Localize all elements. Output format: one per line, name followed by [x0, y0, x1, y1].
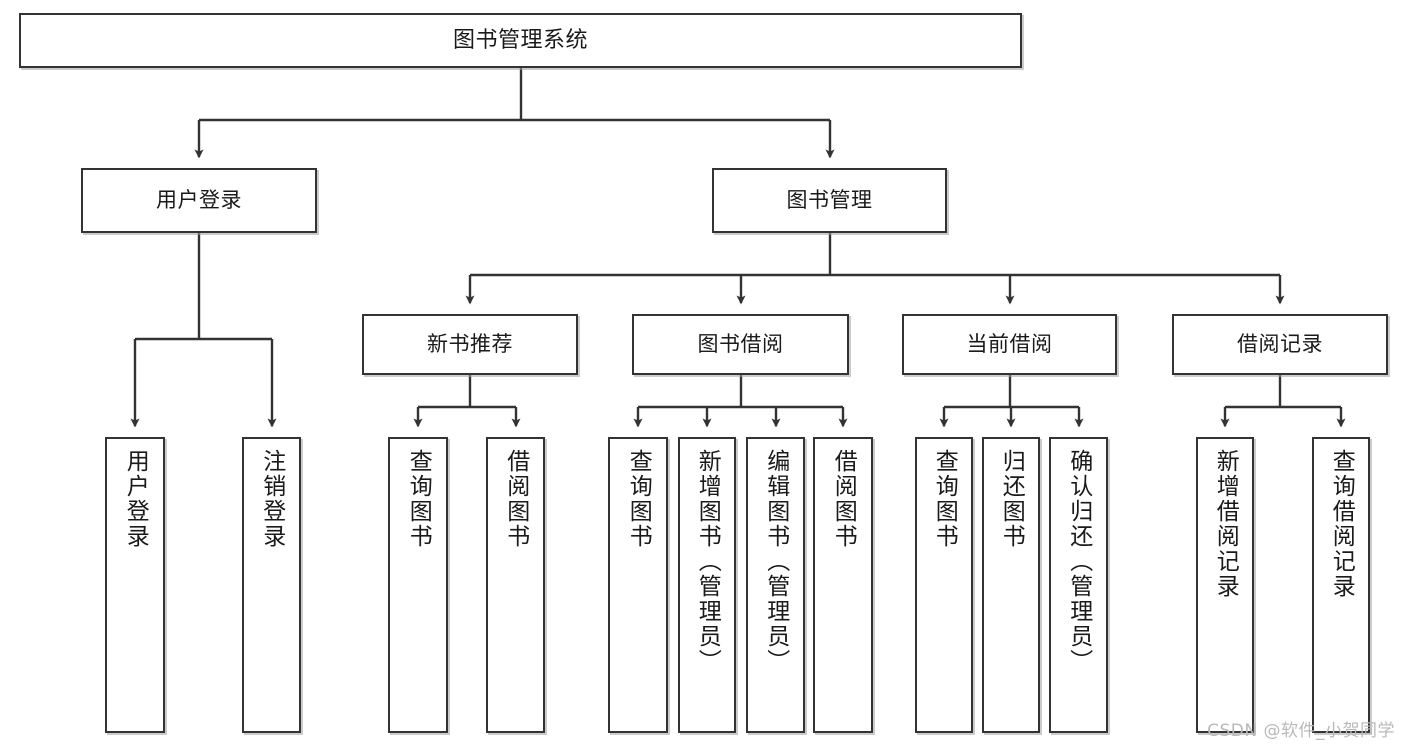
node-current-borrow-label: 当前借阅 [966, 332, 1053, 357]
node-leaf-query-book-1-label: 查询图书 [405, 449, 432, 549]
node-leaf-query-book-3[interactable]: 查询图书 [915, 437, 973, 733]
node-leaf-return-book-label: 归还图书 [998, 449, 1025, 549]
node-leaf-borrow-book-2-label: 借阅图书 [830, 449, 857, 549]
node-leaf-add-book[interactable]: 新增图书（管理员） [678, 437, 736, 733]
node-leaf-add-book-label: 新增图书（管理员） [694, 449, 721, 674]
node-leaf-query-book-3-label: 查询图书 [931, 449, 958, 549]
node-leaf-query-record[interactable]: 查询借阅记录 [1312, 437, 1370, 733]
node-leaf-user-logout[interactable]: 注销登录 [242, 437, 301, 733]
node-leaf-add-record[interactable]: 新增借阅记录 [1196, 437, 1254, 733]
node-leaf-borrow-book-1[interactable]: 借阅图书 [486, 437, 545, 733]
node-book-management[interactable]: 图书管理 [712, 168, 947, 233]
node-leaf-confirm-return-label: 确认归还（管理员） [1065, 449, 1092, 674]
node-leaf-user-logout-label: 注销登录 [258, 449, 285, 549]
node-leaf-query-record-label: 查询借阅记录 [1328, 449, 1355, 599]
node-leaf-query-book-2[interactable]: 查询图书 [608, 437, 668, 733]
node-leaf-query-book-1[interactable]: 查询图书 [388, 437, 448, 733]
node-user-login-label: 用户登录 [156, 188, 242, 213]
node-new-book-recommend-label: 新书推荐 [427, 332, 513, 357]
node-book-borrow-label: 图书借阅 [697, 332, 784, 357]
node-book-borrow[interactable]: 图书借阅 [632, 314, 849, 375]
node-book-management-label: 图书管理 [786, 188, 873, 213]
node-borrow-records-label: 借阅记录 [1237, 332, 1323, 357]
node-leaf-add-record-label: 新增借阅记录 [1212, 449, 1239, 599]
csdn-watermark: CSDN @软件_小贺同学 [1207, 721, 1395, 741]
node-leaf-user-login[interactable]: 用户登录 [105, 437, 165, 733]
node-leaf-return-book[interactable]: 归还图书 [982, 437, 1040, 733]
node-leaf-edit-book[interactable]: 编辑图书（管理员） [746, 437, 805, 733]
node-leaf-edit-book-label: 编辑图书（管理员） [762, 449, 789, 674]
node-leaf-query-book-2-label: 查询图书 [625, 449, 652, 549]
node-leaf-confirm-return[interactable]: 确认归还（管理员） [1049, 437, 1108, 733]
node-leaf-borrow-book-1-label: 借阅图书 [502, 449, 529, 549]
node-current-borrow[interactable]: 当前借阅 [902, 314, 1117, 375]
node-user-login[interactable]: 用户登录 [81, 168, 317, 233]
node-borrow-records[interactable]: 借阅记录 [1172, 314, 1388, 375]
node-leaf-user-login-label: 用户登录 [122, 449, 149, 549]
node-leaf-borrow-book-2[interactable]: 借阅图书 [813, 437, 873, 733]
node-new-book-recommend[interactable]: 新书推荐 [362, 314, 578, 375]
node-root-label: 图书管理系统 [452, 27, 588, 53]
node-root[interactable]: 图书管理系统 [19, 13, 1022, 68]
